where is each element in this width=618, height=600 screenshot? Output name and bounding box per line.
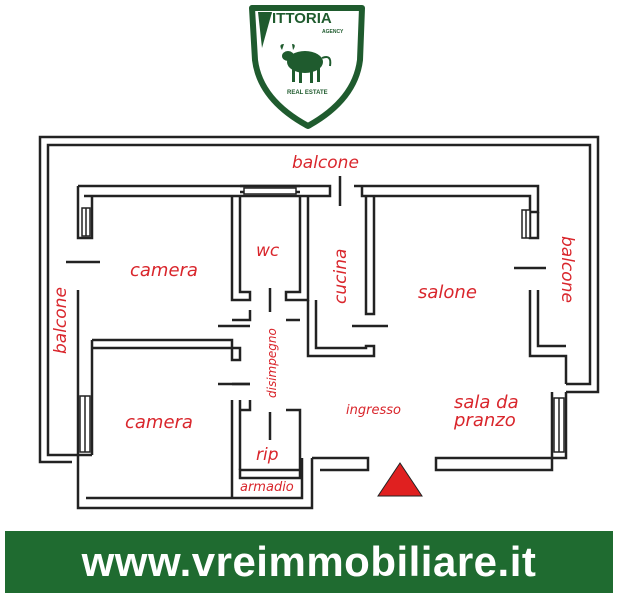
label-camera-2: camera [125, 412, 193, 433]
logo-sub: AGENCY [322, 29, 344, 35]
walls [38, 135, 600, 510]
label-camera-1: camera [130, 260, 198, 281]
bull-icon [280, 44, 332, 83]
label-sala-line1: sala da [454, 392, 519, 413]
logo-brand: VITTORIA [262, 10, 332, 27]
label-salone: salone [418, 282, 477, 303]
label-armadio: armadio [240, 480, 294, 495]
website-url[interactable]: www.vreimmobiliare.it [81, 538, 537, 585]
label-ingresso: ingresso [346, 403, 401, 418]
label-wc: wc [256, 241, 280, 261]
logo-tagline: REAL ESTATE [287, 90, 328, 96]
agency-logo: VITTORIA AGENCY REAL ESTATE [249, 5, 365, 129]
label-disimpegno: disimpegno [265, 328, 279, 398]
entrance-triangle-icon [377, 462, 423, 497]
label-balcone-right: balcone [557, 236, 577, 303]
footer-banner: www.vreimmobiliare.it [5, 531, 613, 593]
label-balcone-top: balcone [292, 153, 359, 173]
label-balcone-left: balcone [51, 287, 71, 354]
wall-fill [79, 187, 565, 453]
label-sala-line2: pranzo [453, 410, 516, 431]
label-cucina: cucina [331, 249, 351, 304]
label-rip: rip [256, 445, 279, 465]
